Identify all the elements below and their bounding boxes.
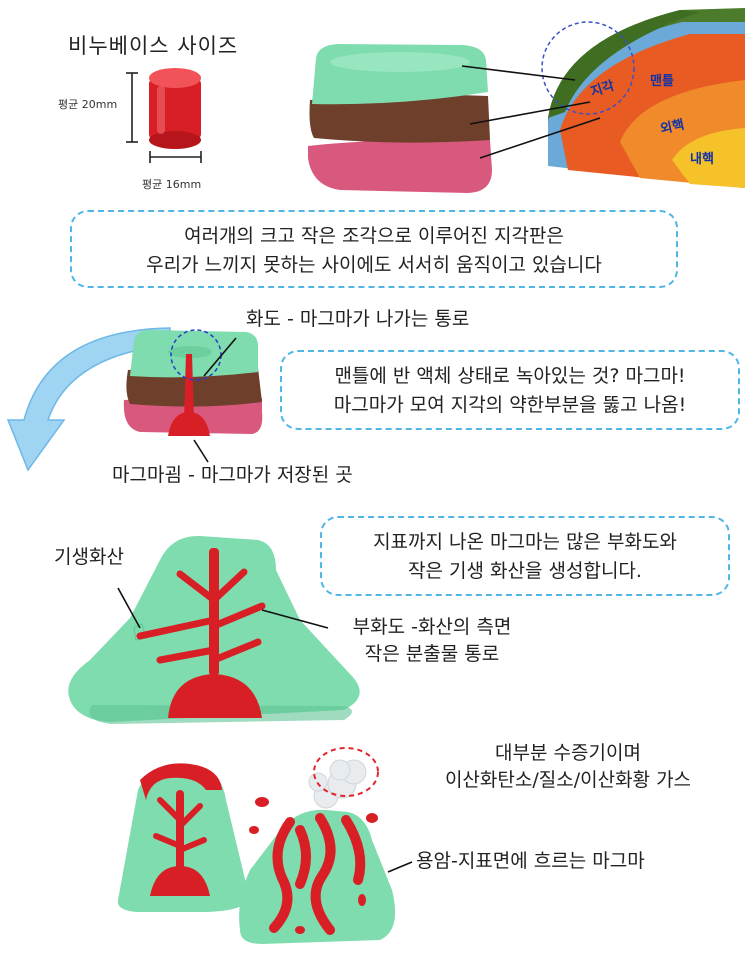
section-title: 비누베이스 사이즈	[68, 34, 239, 58]
curved-arrow-icon	[6, 327, 171, 472]
side-vent-label: 부화도 -화산의 측면 작은 분출물 통로	[332, 614, 532, 668]
layered-soap-block	[308, 44, 492, 193]
side-vent-line: 작은 분출물 통로	[364, 643, 500, 665]
magma-callout: 맨틀에 반 액체 상태로 녹아있는 것? 마그마! 마그마가 모여 지각의 약한…	[280, 350, 740, 430]
soap-base-cylinder	[149, 68, 201, 149]
gas-line: 이산화탄소/질소/이산화황 가스	[444, 769, 692, 791]
side-vent-leader-lines	[117, 587, 329, 629]
callout-line: 마그마가 모여 지각의 약한부분을 뚫고 나옴!	[333, 394, 687, 416]
callout-line: 맨틀에 반 액체 상태로 녹아있는 것? 마그마!	[334, 365, 686, 387]
width-dimension	[149, 151, 202, 163]
volcanic-gas-label: 대부분 수증기이며 이산화탄소/질소/이산화황 가스	[408, 740, 728, 794]
callout-line: 작은 기생 화산을 생성합니다.	[408, 560, 642, 582]
callout-line: 여러개의 크고 작은 조각으로 이루어진 지각판은	[184, 225, 564, 247]
height-dimension	[126, 72, 138, 143]
width-label: 평균 16mm	[142, 178, 202, 191]
callout-line: 우리가 느끼지 못하는 사이에도 서서히 움직이고 있습니다	[146, 254, 602, 276]
side-vent-callout: 지표까지 나온 마그마는 많은 부화도와 작은 기생 화산을 생성합니다.	[320, 516, 730, 596]
lava-label: 용암-지표면에 흐르는 마그마	[416, 850, 645, 872]
mantle-label: 맨틀	[650, 74, 674, 89]
parasitic-cone-label: 기생화산	[54, 546, 124, 568]
height-label: 평균 20mm	[58, 98, 118, 111]
earth-cross-section	[541, 8, 745, 188]
volcano-side-vent-model	[68, 535, 360, 724]
inner-core-label: 내핵	[690, 152, 714, 167]
erupting-volcano-model	[239, 747, 396, 944]
vent-leader-lines	[193, 337, 237, 463]
callout-line: 지표까지 나온 마그마는 많은 부화도와	[373, 531, 677, 553]
layer-leader-lines	[461, 65, 601, 159]
plate-motion-callout: 여러개의 크고 작은 조각으로 이루어진 지각판은 우리가 느끼지 못하는 사이…	[70, 210, 678, 288]
parasitic-volcano-model	[117, 763, 251, 912]
vent-label: 화도 - 마그마가 나가는 통로	[246, 308, 470, 330]
gas-line: 대부분 수증기이며	[495, 742, 641, 764]
side-vent-line: 부화도 -화산의 측면	[352, 616, 512, 638]
magma-chamber-label: 마그마굄 - 마그마가 저장된 곳	[112, 464, 353, 486]
gas-lava-leader-lines	[387, 861, 413, 873]
vent-diagram-block	[123, 329, 263, 436]
